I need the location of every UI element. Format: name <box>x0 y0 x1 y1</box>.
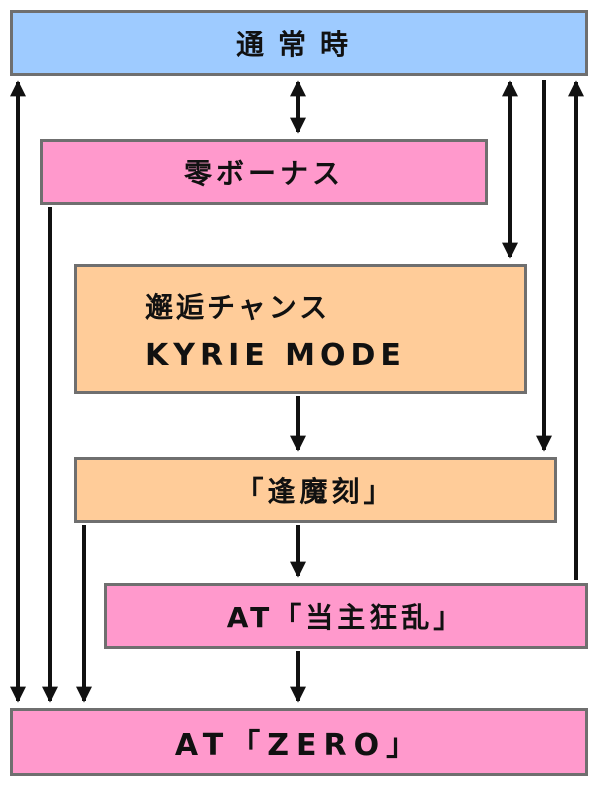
kyrie-mode-label: KYRIE MODE <box>145 337 406 373</box>
kyrie-chance-box: 邂逅チャンス KYRIE MODE <box>74 264 527 394</box>
rei-bonus-box: 零ボーナス <box>40 139 488 205</box>
normal-state-label: 通常時 <box>235 28 362 61</box>
at-toushu-kyouran-label: AT「当主狂乱」 <box>226 601 466 634</box>
rei-bonus-label: 零ボーナス <box>183 157 344 190</box>
kyrie-chance-label: 邂逅チャンス <box>145 290 331 324</box>
at-zero-label: AT「ZERO」 <box>174 728 424 763</box>
at-toushu-kyouran-box: AT「当主狂乱」 <box>104 583 588 649</box>
normal-state-box: 通常時 <box>10 10 588 76</box>
oumakoku-label: 「逢魔刻」 <box>235 475 396 508</box>
at-zero-box: AT「ZERO」 <box>10 708 588 776</box>
oumakoku-box: 「逢魔刻」 <box>74 457 557 523</box>
